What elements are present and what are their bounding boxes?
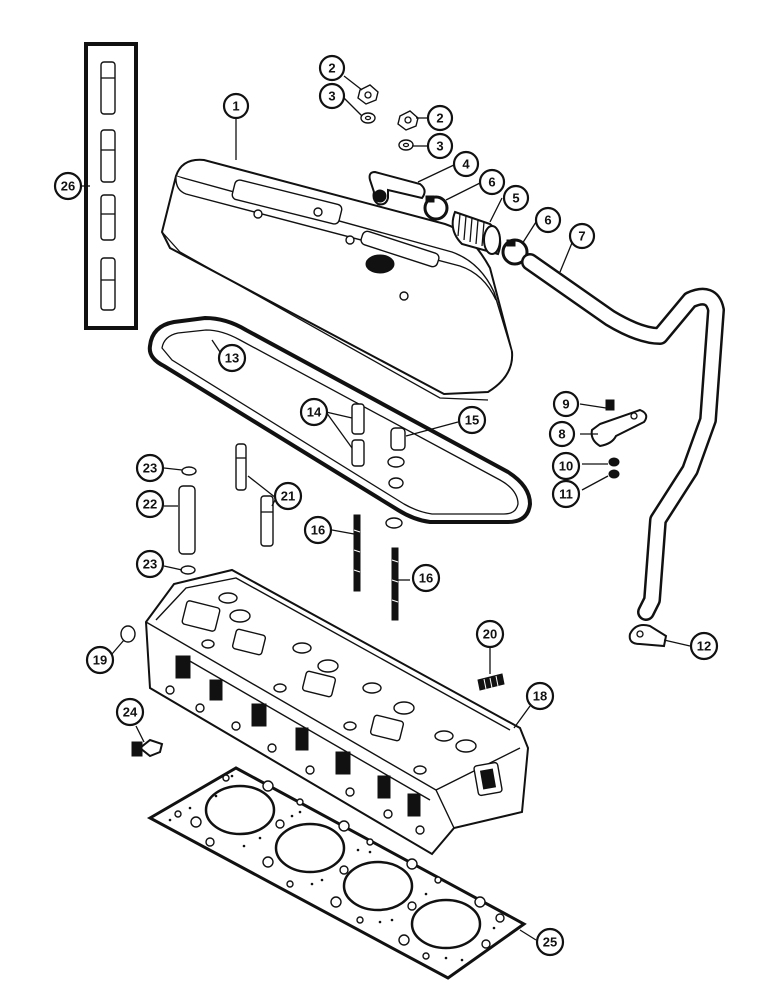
callout-26-label: 26 bbox=[61, 179, 75, 194]
callout-2-upper-label: 2 bbox=[328, 61, 335, 76]
tube-clip-hardware bbox=[590, 399, 648, 479]
callout-3-upper-label: 3 bbox=[328, 89, 335, 104]
callout-23-upper: 23 bbox=[135, 453, 165, 483]
callout-16-right-label: 16 bbox=[419, 571, 433, 586]
callout-16-right: 16 bbox=[411, 563, 441, 593]
callout-10-label: 10 bbox=[559, 459, 573, 474]
cover-gasket bbox=[147, 315, 533, 524]
callout-2-lower: 2 bbox=[426, 104, 454, 132]
callout-20-label: 20 bbox=[483, 627, 497, 642]
callout-21-label: 21 bbox=[281, 489, 295, 504]
leader-lines bbox=[82, 75, 691, 941]
callout-16-left-label: 16 bbox=[311, 523, 325, 538]
callout-1-label: 1 bbox=[232, 99, 239, 114]
callout-6-left-label: 6 bbox=[488, 175, 495, 190]
small-fittings bbox=[120, 625, 505, 758]
callout-26: 26 bbox=[53, 171, 83, 201]
callout-15: 15 bbox=[457, 405, 487, 435]
callout-5: 5 bbox=[502, 184, 530, 212]
callout-3-lower-label: 3 bbox=[436, 139, 443, 154]
valve-cover bbox=[160, 158, 514, 401]
callout-24-label: 24 bbox=[123, 705, 138, 720]
callout-11-label: 11 bbox=[559, 487, 573, 502]
callout-11: 11 bbox=[551, 479, 581, 509]
callout-22: 22 bbox=[135, 489, 165, 519]
callout-13-label: 13 bbox=[225, 351, 239, 366]
breather-tube bbox=[521, 253, 725, 621]
sleeves-and-spacers bbox=[178, 403, 406, 621]
callout-5-label: 5 bbox=[512, 191, 519, 206]
callout-10: 10 bbox=[551, 451, 581, 481]
callout-2-upper: 2 bbox=[318, 54, 346, 82]
callout-8-label: 8 bbox=[558, 427, 565, 442]
hose-clamps-and-hose bbox=[423, 195, 529, 266]
callout-18-label: 18 bbox=[533, 689, 547, 704]
callout-23-upper-label: 23 bbox=[143, 461, 157, 476]
callout-3-lower: 3 bbox=[426, 132, 454, 160]
callout-8: 8 bbox=[548, 420, 576, 448]
callout-9-label: 9 bbox=[562, 397, 569, 412]
callout-25: 25 bbox=[535, 927, 565, 957]
lower-tube-clip bbox=[628, 624, 668, 648]
callout-1: 1 bbox=[222, 92, 250, 120]
callout-22-label: 22 bbox=[143, 497, 157, 512]
cylinder-head bbox=[144, 568, 530, 856]
callout-14: 14 bbox=[299, 397, 329, 427]
callout-20: 20 bbox=[475, 619, 505, 649]
callout-25-label: 25 bbox=[543, 935, 557, 950]
callout-21: 21 bbox=[273, 481, 303, 511]
callout-18: 18 bbox=[525, 681, 555, 711]
stud-kit-box bbox=[84, 42, 138, 330]
callout-12-label: 12 bbox=[697, 639, 711, 654]
callout-14-label: 14 bbox=[307, 405, 322, 420]
callout-2-lower-label: 2 bbox=[436, 111, 443, 126]
callout-23-lower: 23 bbox=[135, 549, 165, 579]
callout-6-left: 6 bbox=[478, 168, 506, 196]
callout-6-right-label: 6 bbox=[544, 213, 551, 228]
callout-3-upper: 3 bbox=[318, 82, 346, 110]
callout-7-label: 7 bbox=[578, 229, 585, 244]
callout-6-right: 6 bbox=[534, 206, 562, 234]
callout-19-label: 19 bbox=[93, 653, 107, 668]
callout-16-left: 16 bbox=[303, 515, 333, 545]
nuts-washers bbox=[357, 84, 419, 151]
callout-7: 7 bbox=[568, 222, 596, 250]
head-gasket bbox=[146, 766, 527, 980]
callout-19: 19 bbox=[85, 645, 115, 675]
callout-4-label: 4 bbox=[462, 157, 470, 172]
callout-13: 13 bbox=[217, 343, 247, 373]
callout-23-lower-label: 23 bbox=[143, 557, 157, 572]
callout-9: 9 bbox=[552, 390, 580, 418]
breather-tee bbox=[368, 170, 426, 206]
callout-4: 4 bbox=[452, 150, 480, 178]
callout-24: 24 bbox=[115, 697, 145, 727]
callout-15-label: 15 bbox=[465, 413, 479, 428]
callout-12: 12 bbox=[689, 631, 719, 661]
